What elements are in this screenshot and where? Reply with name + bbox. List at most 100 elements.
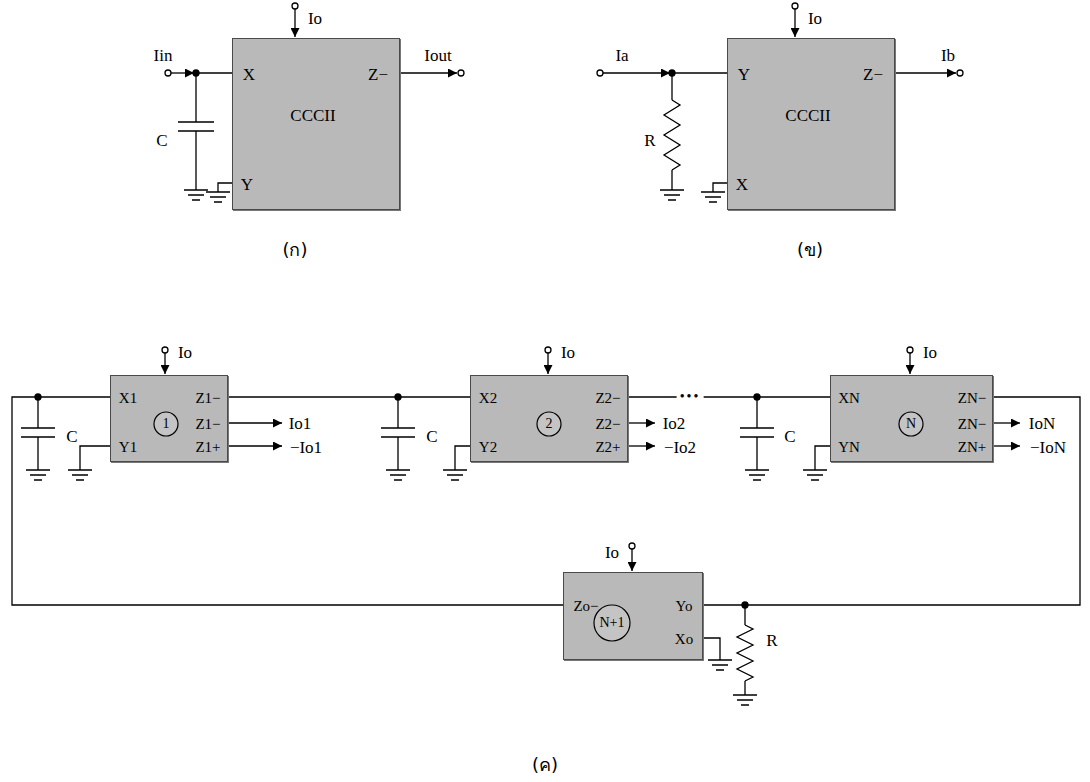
circuit-c: [740, 397, 774, 470]
figure-label: (ข): [797, 241, 823, 259]
circuit-c: [993, 445, 1020, 446]
signal-label: Io: [308, 10, 322, 27]
circuit-c: [21, 347, 1020, 705]
pin-name: Y: [241, 176, 253, 193]
index-circle: 1: [153, 411, 179, 437]
index-circle: N+1: [593, 604, 631, 642]
block-number: 2: [546, 417, 553, 431]
circuit-c: [455, 446, 470, 470]
signal-label: Ib: [941, 47, 955, 64]
pin-name: X: [243, 66, 255, 83]
circuit-c: [628, 422, 655, 423]
circuit-b: [597, 70, 603, 76]
figure-label: (ค): [532, 756, 558, 774]
circuit-b: [670, 72, 727, 73]
circuit-a: [178, 73, 214, 190]
cccii-block: X2Z2−Z2−Z2+Y22: [470, 375, 628, 462]
circuit-c: [745, 470, 769, 480]
circuit-b: [895, 72, 956, 73]
signal-label: Io: [178, 344, 192, 361]
signal-label: Io2: [663, 415, 686, 432]
circuit-b: [713, 183, 727, 192]
circuit-c: [21, 397, 55, 470]
signal-label: C: [66, 428, 77, 445]
circuit-c: [744, 605, 745, 625]
circuit-a: [194, 72, 232, 73]
pin-name: XN: [838, 391, 860, 406]
circuit-b: [603, 72, 670, 73]
circuit-c: [993, 422, 1020, 423]
circle-outline: [154, 412, 178, 436]
signal-label: Io: [561, 344, 575, 361]
wire: [228, 396, 470, 397]
signal-label: −IoN: [1030, 439, 1066, 456]
pin-name: X: [736, 176, 748, 193]
circuit-a: [184, 190, 208, 200]
circuit-c: [737, 625, 753, 681]
pin-name: Y1: [119, 440, 137, 455]
circuit-a: [400, 72, 457, 73]
pin-name: ZN−: [958, 417, 986, 432]
circuit-a: [292, 3, 298, 9]
circuit-a: [206, 192, 230, 202]
circuit-c: [733, 695, 757, 705]
index-circle: N: [898, 411, 924, 437]
circuit-c: [80, 446, 110, 470]
pin-name: Z2−: [595, 417, 620, 432]
circle-outline: [594, 605, 630, 641]
block-name: CCCII: [785, 107, 830, 124]
pin-name: Z1−: [195, 417, 220, 432]
circuit-c: [162, 347, 168, 353]
index-circle: 2: [536, 411, 562, 437]
signal-label: Iin: [154, 47, 173, 64]
circuit-c: [68, 470, 92, 480]
signal-label: Iout: [424, 47, 451, 64]
circuit-b: [792, 3, 798, 9]
circuit-b: [664, 100, 680, 170]
signal-label: −Io1: [290, 439, 322, 456]
pin-name: Z1+: [195, 440, 220, 455]
pin-name: Z2+: [595, 440, 620, 455]
block-number: N+1: [599, 616, 624, 630]
signal-label: R: [766, 632, 777, 649]
circuit-a: [165, 70, 171, 76]
cccii-block: Zo−YoXoN+1: [563, 572, 703, 660]
circuit-c: [803, 470, 827, 480]
circuit-c: [628, 445, 655, 446]
circuit-b: [794, 9, 795, 37]
circuit-c: [443, 470, 467, 480]
circuit-c: [744, 681, 745, 695]
circuit-c: [228, 445, 282, 446]
wire: [628, 396, 830, 397]
signal-label: R: [644, 132, 655, 149]
circuit-c: [703, 638, 720, 660]
cccii-block: YZ−CCCIIX: [727, 38, 895, 210]
circuit-c: [381, 397, 415, 470]
pin-name: ZN+: [958, 440, 986, 455]
circuit-c: [386, 470, 410, 480]
block-number: N: [906, 417, 916, 431]
circuit-b: [957, 70, 963, 76]
circuit-c: [629, 543, 635, 549]
pin-name: X1: [119, 391, 137, 406]
pin-name: Zo−: [573, 599, 598, 614]
circuit-a: [171, 72, 194, 73]
pin-name: Z−: [368, 66, 388, 83]
cccii-block: X1Z1−Z1−Z1+Y11: [110, 375, 228, 462]
circuit-c: [909, 353, 910, 374]
circuit-c: [547, 353, 548, 374]
circle-outline: [537, 412, 561, 436]
pin-name: X2: [479, 391, 497, 406]
pin-name: ZN−: [958, 391, 986, 406]
signal-label: −Io2: [664, 439, 696, 456]
circuit-a: [458, 70, 464, 76]
circuit-c: [631, 549, 632, 571]
signal-label: C: [784, 428, 795, 445]
signal-label: C: [426, 428, 437, 445]
circle-outline: [899, 412, 923, 436]
signal-label: IoN: [1029, 415, 1055, 432]
signal-label: Io: [605, 544, 619, 561]
pin-name: Xo: [675, 632, 693, 647]
block-name: CCCII: [290, 107, 335, 124]
